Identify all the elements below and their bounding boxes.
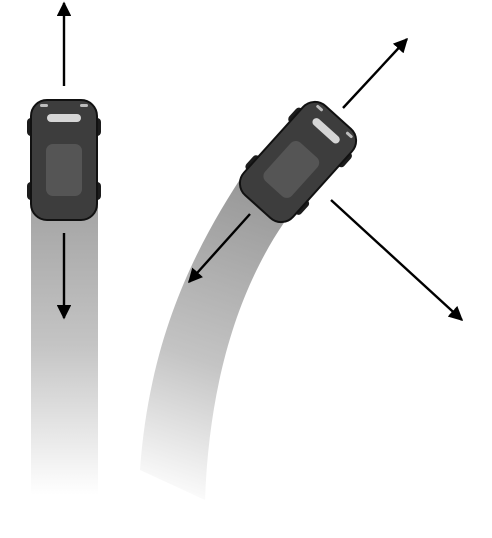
car-roof	[263, 140, 320, 198]
turning-car-trail	[140, 170, 305, 500]
headlight	[40, 104, 48, 107]
headlight	[80, 104, 88, 107]
car-roof	[46, 144, 82, 196]
turning-car-lateral-arrow	[330, 199, 464, 321]
windshield-highlight	[312, 118, 340, 144]
headlight	[345, 131, 353, 139]
windshield-highlight	[47, 114, 81, 122]
turning-car	[238, 100, 358, 224]
turning-car-backward-arrow	[188, 213, 251, 284]
turning-car-forward-arrow	[342, 37, 408, 109]
straight-car	[27, 99, 101, 221]
headlight	[316, 104, 323, 112]
